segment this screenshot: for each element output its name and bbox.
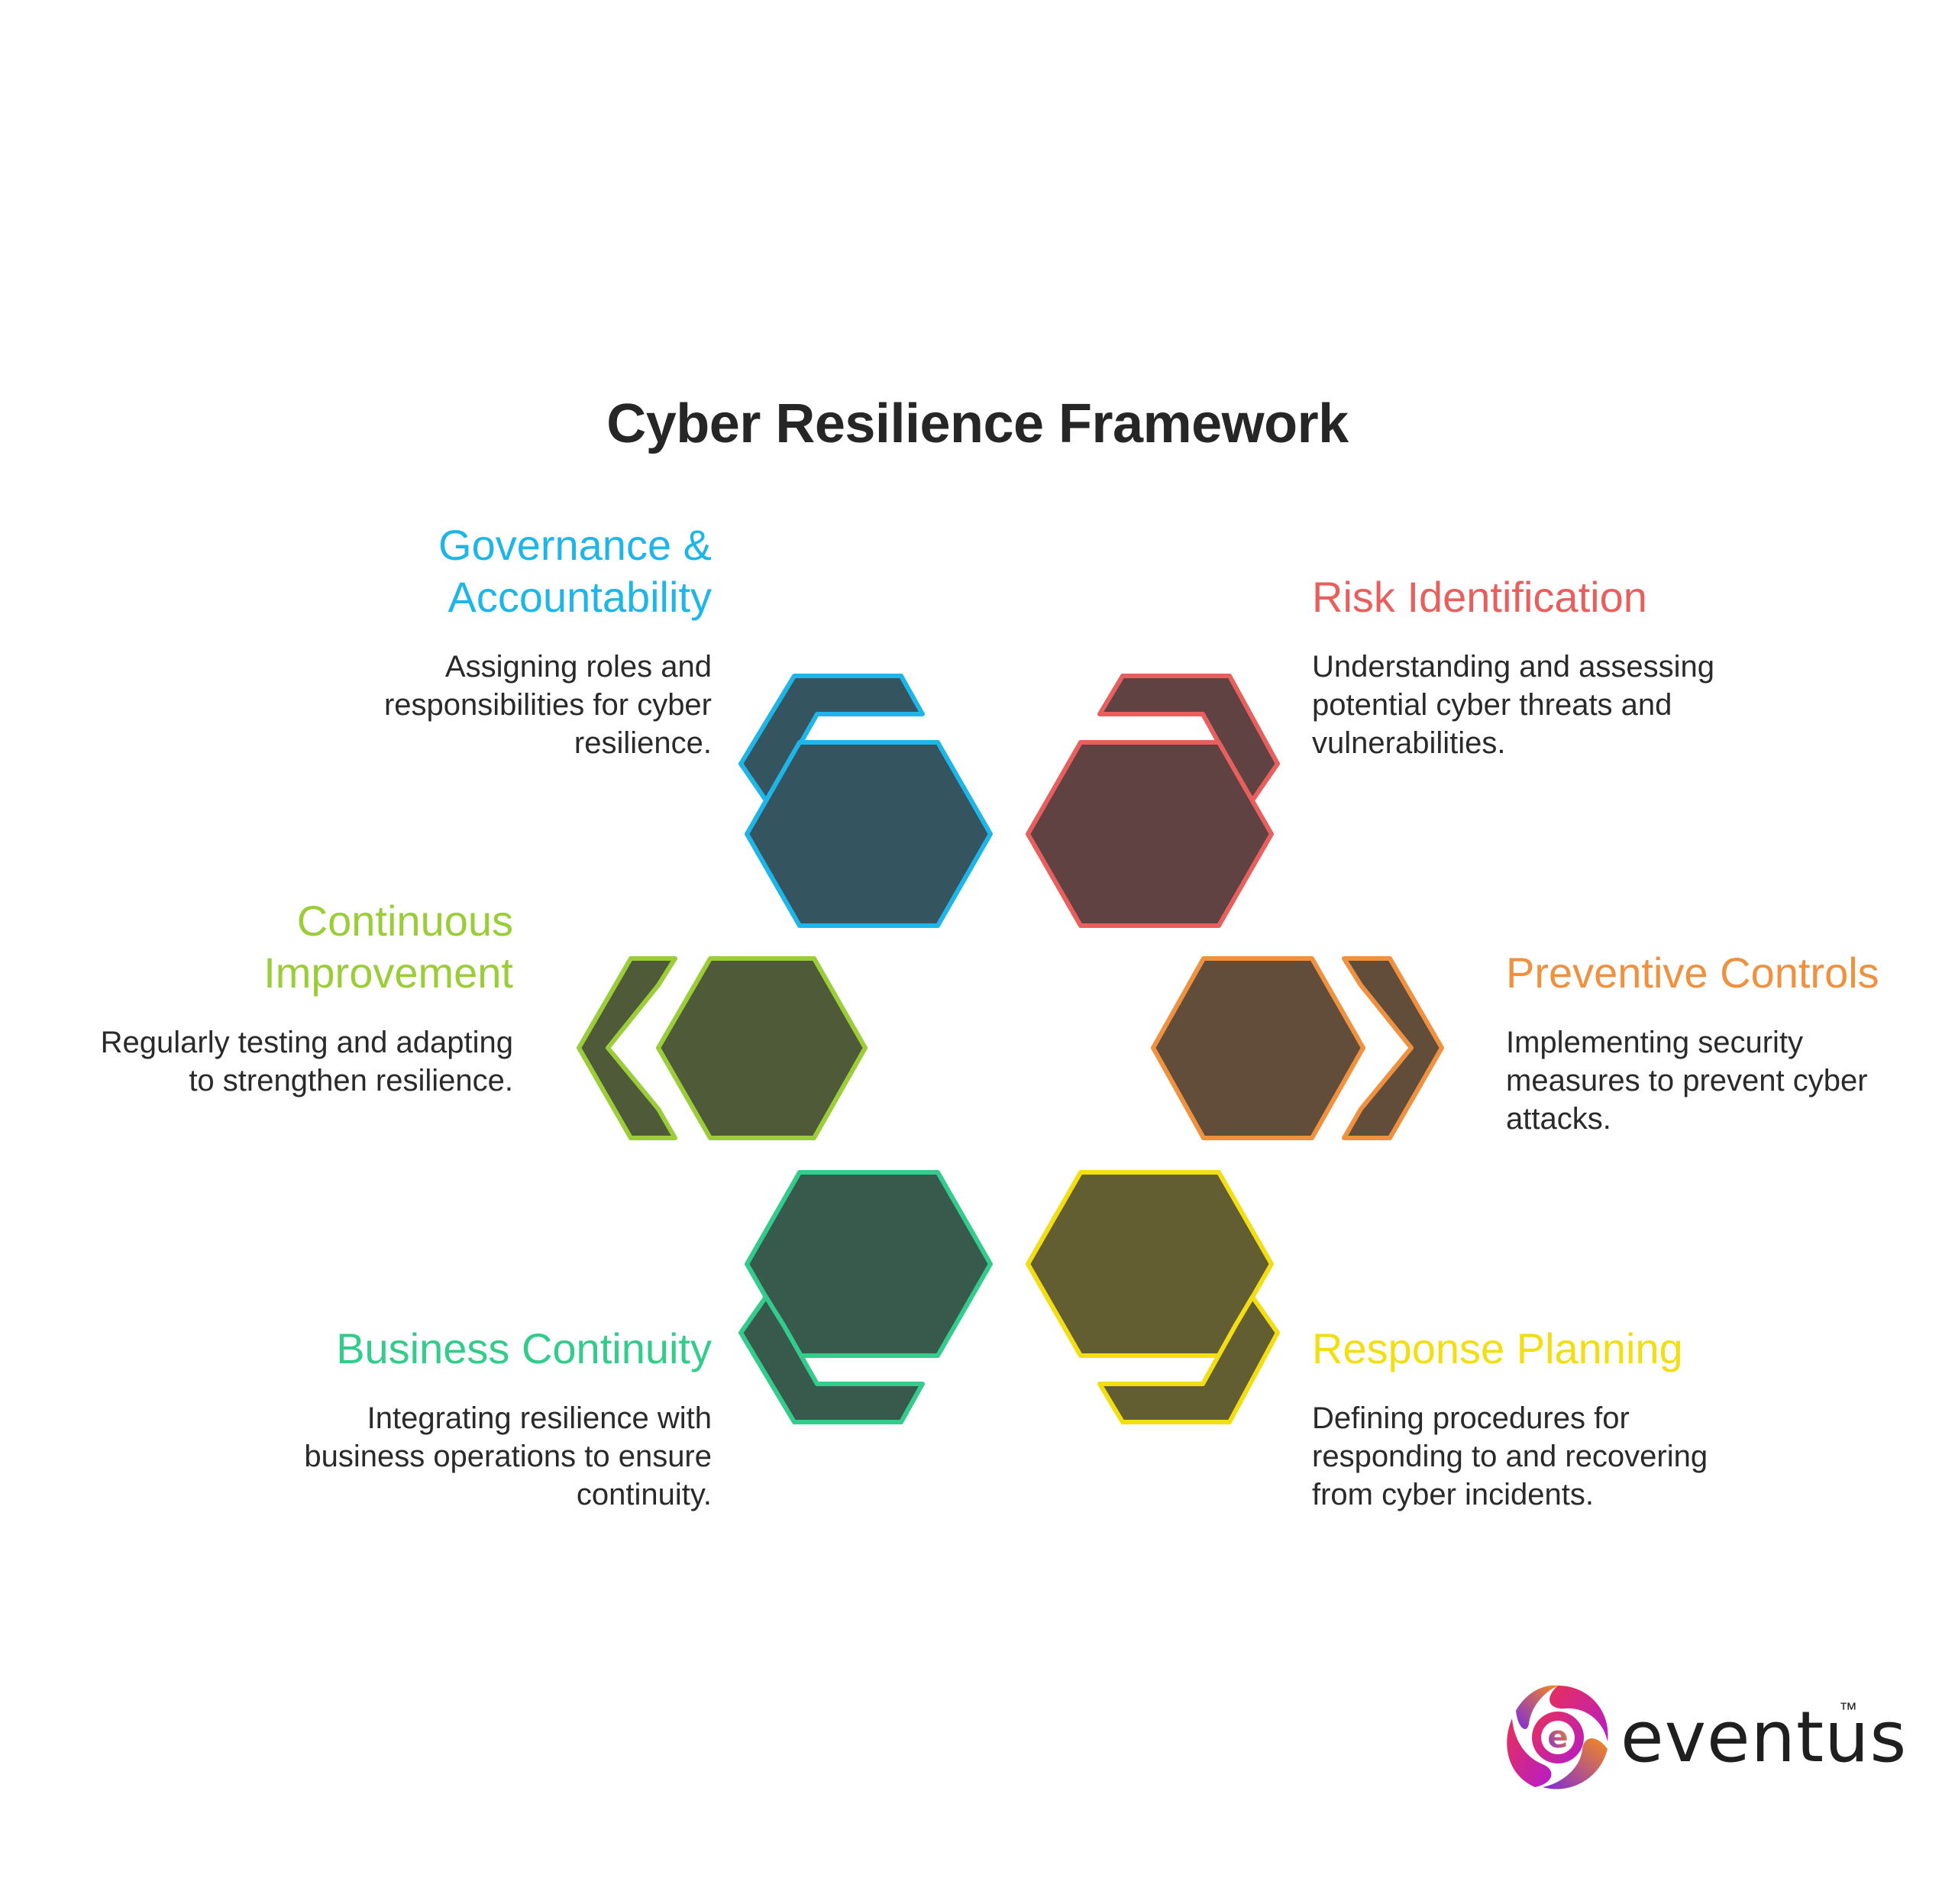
preventive-chevron: [1342, 956, 1444, 1140]
business-hexagon-group: [738, 1170, 993, 1424]
preventive-hexagon-group: [1151, 956, 1444, 1140]
improvement-heading-line-2: Improvement: [263, 949, 513, 997]
business-desc-line-3: continuity.: [576, 1478, 712, 1511]
improvement-chevron: [577, 956, 677, 1140]
governance-heading-line-2: Accountability: [448, 573, 712, 621]
governance-desc-line-2: responsibilities for cyber: [383, 688, 712, 722]
business-hexagon: [745, 1170, 993, 1358]
governance-description: Assigning roles and responsibilities for…: [177, 648, 712, 762]
response-heading-line-1: Response Planning: [1312, 1324, 1683, 1372]
risk-hexagon-group: [1026, 674, 1280, 928]
improvement-desc-line-2: to strengthen resilience.: [189, 1064, 513, 1097]
governance-hexagon-group: [738, 674, 993, 928]
governance-desc-line-3: resilience.: [574, 726, 712, 760]
improvement-description: Regularly testing and adapting to streng…: [0, 1023, 513, 1100]
business-chevron: [738, 1295, 925, 1424]
risk-hexagon: [1026, 740, 1274, 928]
governance-desc-line-1: Assigning roles and: [444, 650, 712, 684]
risk-heading-line-1: Risk Identification: [1312, 573, 1647, 621]
response-desc-line-3: from cyber incidents.: [1312, 1478, 1595, 1511]
risk-description: Understanding and assessing potential cy…: [1312, 648, 1847, 762]
eventus-swirl-icon: e: [1507, 1685, 1608, 1789]
preventive-desc-line-1: Implementing security: [1506, 1026, 1804, 1059]
preventive-heading: Preventive Controls: [1506, 947, 1955, 999]
response-description: Defining procedures for responding to an…: [1312, 1399, 1847, 1514]
governance-hexagon: [745, 740, 993, 928]
response-hexagon-group: [1026, 1170, 1280, 1424]
risk-desc-line-3: vulnerabilities.: [1312, 726, 1506, 760]
improvement-hexagon-group: [577, 956, 868, 1140]
improvement-hexagon: [656, 956, 868, 1140]
preventive-heading-line-1: Preventive Controls: [1506, 949, 1879, 997]
preventive-hexagon: [1151, 956, 1365, 1140]
response-block: Response Planning Defining procedures fo…: [1312, 1323, 1847, 1514]
diagram-title: Cyber Resilience Framework: [606, 393, 1349, 454]
logo-wordmark: eventus: [1621, 1696, 1908, 1778]
business-heading-line-1: Business Continuity: [336, 1324, 712, 1372]
business-description: Integrating resilience with business ope…: [177, 1399, 712, 1514]
preventive-desc-line-2: measures to prevent cyber: [1506, 1064, 1868, 1097]
business-desc-line-1: Integrating resilience with: [367, 1401, 712, 1435]
improvement-heading: Continuous Improvement: [0, 895, 513, 999]
improvement-desc-line-1: Regularly testing and adapting: [100, 1026, 513, 1059]
response-chevron: [1097, 1295, 1280, 1424]
risk-desc-line-2: potential cyber threats and: [1312, 688, 1672, 722]
business-desc-line-2: business operations to ensure: [304, 1440, 712, 1473]
business-heading: Business Continuity: [177, 1323, 712, 1375]
response-desc-line-2: responding to and recovering: [1312, 1440, 1708, 1473]
risk-desc-line-1: Understanding and assessing: [1312, 650, 1715, 684]
preventive-desc-line-3: attacks.: [1506, 1102, 1611, 1136]
improvement-heading-line-1: Continuous: [296, 897, 513, 945]
governance-heading: Governance & Accountability: [177, 519, 712, 623]
preventive-block: Preventive Controls Implementing securit…: [1506, 947, 1955, 1138]
improvement-block: Continuous Improvement Regularly testing…: [0, 895, 513, 1100]
response-desc-line-1: Defining procedures for: [1312, 1401, 1630, 1435]
governance-heading-line-1: Governance &: [438, 521, 712, 569]
risk-block: Risk Identification Understanding and as…: [1312, 571, 1847, 762]
response-heading: Response Planning: [1312, 1323, 1847, 1375]
logo-trademark: ™: [1839, 1699, 1857, 1720]
preventive-description: Implementing security measures to preven…: [1506, 1023, 1955, 1138]
business-block: Business Continuity Integrating resilien…: [177, 1323, 712, 1514]
risk-heading: Risk Identification: [1312, 571, 1847, 623]
svg-text:e: e: [1547, 1720, 1568, 1755]
eventus-logo: e eventus ™: [1497, 1676, 1906, 1799]
governance-block: Governance & Accountability Assigning ro…: [177, 519, 712, 762]
